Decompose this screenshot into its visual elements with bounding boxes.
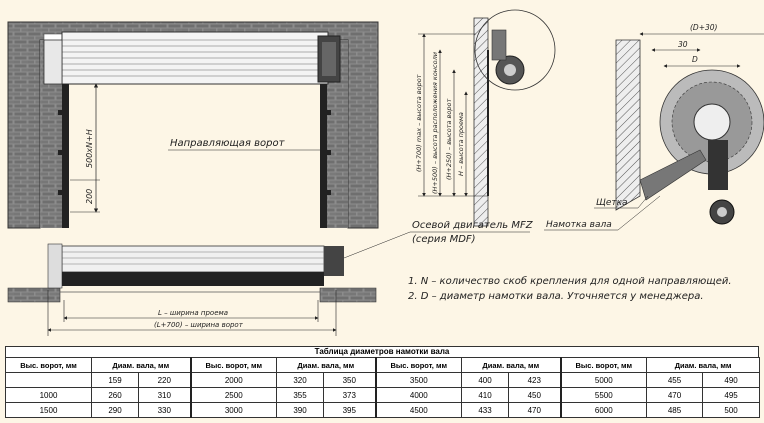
cell-gate-height: 1000 [5, 387, 92, 403]
dim-d: D [692, 55, 698, 64]
dim-guide-height: 500хN+H [85, 129, 94, 168]
col-diam-header: Диам. вала, мм [90, 357, 192, 373]
front-view: 500хN+H 200 Направляющая ворот [7, 21, 379, 229]
cell-gate-height: 2000 [189, 372, 278, 388]
cell-gate-height: 3000 [189, 402, 278, 418]
cell-gate-height: 2500 [189, 387, 278, 403]
technical-drawing: 500хN+H 200 Направляющая ворот (H+700) m… [7, 9, 764, 336]
cell-gate-height: 3500 [374, 372, 463, 388]
cell-shaft-diameter: 395 [323, 402, 377, 418]
plan-view: L – ширина проема (L+700) – ширина ворот… [7, 220, 534, 336]
dim-h-250: (H+250) – высота ворот [445, 99, 453, 180]
cell-shaft-diameter: 260 [91, 387, 139, 403]
col-height-header: Выс. ворот, мм [374, 357, 463, 373]
cell-shaft-diameter: 400 [461, 372, 510, 388]
dim-h-opening: H – высота проема [457, 112, 465, 176]
cell-gate-height: 5000 [559, 372, 648, 388]
col-diam-header: Диам. вала, мм [461, 357, 562, 373]
cell-gate-height [5, 372, 92, 388]
cell-gate-height: 1500 [5, 402, 92, 418]
note-2: 2. D – диаметр намотки вала. Уточняется … [408, 291, 704, 302]
cell-shaft-diameter: 485 [646, 402, 704, 418]
col-height-header: Выс. ворот, мм [559, 357, 648, 373]
dim-h-console: (H+500) – высота расположения консоли [431, 52, 439, 194]
cell-shaft-diameter: 159 [91, 372, 139, 388]
cell-shaft-diameter: 290 [91, 402, 139, 418]
cell-shaft-diameter: 355 [276, 387, 325, 403]
dim-30: 30 [678, 40, 688, 49]
cell-shaft-diameter: 423 [508, 372, 562, 388]
cell-shaft-diameter: 220 [137, 372, 192, 388]
table-header-row: Выс. ворот, мм Диам. вала, мм Выс. ворот… [5, 357, 761, 373]
col-height-header: Выс. ворот, мм [5, 357, 92, 373]
cell-shaft-diameter: 470 [646, 387, 704, 403]
cell-shaft-diameter: 320 [276, 372, 325, 388]
cell-shaft-diameter: 390 [276, 402, 325, 418]
note-1: 1. N – количество скоб крепления для одн… [408, 275, 732, 287]
table-title: Таблица диаметров намотки вала [5, 346, 759, 357]
cell-gate-height: 6000 [559, 402, 648, 418]
cell-shaft-diameter: 350 [323, 372, 377, 388]
shaft-winding-label: Намотка вала [546, 220, 612, 230]
cell-shaft-diameter: 490 [702, 372, 761, 388]
cell-shaft-diameter: 500 [702, 402, 761, 418]
cell-shaft-diameter: 455 [646, 372, 704, 388]
cell-shaft-diameter: 373 [323, 387, 377, 403]
dim-200: 200 [85, 189, 94, 204]
col-diam-header: Диам. вала, мм [276, 357, 377, 373]
dim-l-opening: L – ширина проема [158, 309, 228, 317]
cell-gate-height: 4500 [374, 402, 463, 418]
cell-shaft-diameter: 410 [461, 387, 510, 403]
shaft-diameter-table: Таблица диаметров намотки вала Выс. воро… [5, 346, 761, 418]
cell-shaft-diameter: 330 [137, 402, 192, 418]
cell-shaft-diameter: 470 [508, 402, 562, 418]
motor-label-line1: Осевой двигатель MFZ [412, 220, 534, 231]
cell-shaft-diameter: 495 [702, 387, 761, 403]
detail-view: (D+30) 30 D Щетка Намотка вала [544, 23, 764, 231]
col-diam-header: Диам. вала, мм [646, 357, 761, 373]
dim-h-max: (H+700) max – высота ворот [415, 74, 423, 172]
cell-shaft-diameter: 433 [461, 402, 510, 418]
col-height-header: Выс. ворот, мм [189, 357, 278, 373]
cell-shaft-diameter: 310 [137, 387, 192, 403]
brush-label: Щетка [596, 198, 628, 208]
cell-gate-height: 4000 [374, 387, 463, 403]
dim-d30: (D+30) [690, 23, 718, 32]
side-view: (H+700) max – высота ворот (H+500) – выс… [415, 9, 556, 227]
guide-label: Направляющая ворот [170, 138, 286, 149]
dim-l-gate: (L+700) – ширина ворот [154, 321, 244, 329]
cell-shaft-diameter: 450 [508, 387, 562, 403]
motor-label-line2: (серия MDF) [412, 234, 476, 245]
cell-gate-height: 5500 [559, 387, 648, 403]
